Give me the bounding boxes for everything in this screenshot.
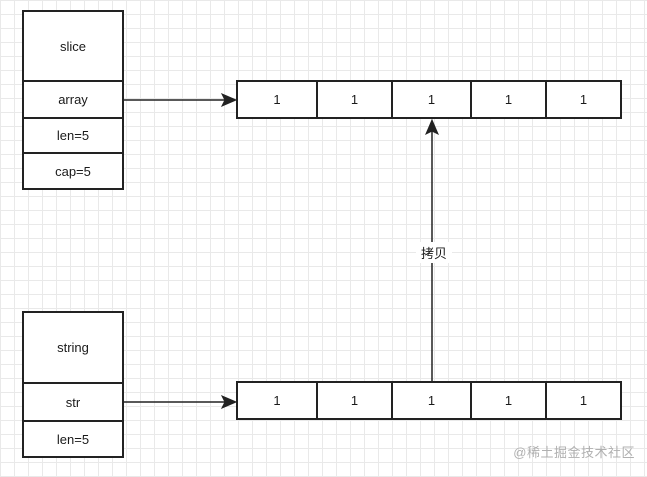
bottom-array-cell-1: 1 bbox=[316, 381, 393, 420]
top-array-cell-0-value: 1 bbox=[273, 92, 281, 107]
slice-field-cap-label: cap=5 bbox=[55, 163, 91, 179]
string-field-str-label: str bbox=[65, 394, 81, 410]
top-array-cell-3: 1 bbox=[470, 80, 547, 119]
slice-field-len: len=5 bbox=[22, 117, 124, 154]
top-array-cell-2-value: 1 bbox=[427, 92, 436, 107]
string-field-len-label: len=5 bbox=[56, 431, 90, 447]
top-array-cell-2: 1 bbox=[391, 80, 472, 119]
string-field-len: len=5 bbox=[22, 420, 124, 458]
string-field-str: str bbox=[22, 382, 124, 422]
slice-field-cap: cap=5 bbox=[22, 152, 124, 190]
bottom-array-cell-2-value: 1 bbox=[427, 393, 436, 408]
bottom-array-cell-3: 1 bbox=[470, 381, 547, 420]
slice-title-box: slice bbox=[22, 10, 124, 82]
bottom-array-cell-1-value: 1 bbox=[350, 393, 359, 408]
top-array-cell-1: 1 bbox=[316, 80, 393, 119]
string-title: string bbox=[57, 340, 89, 355]
copy-arrowhead bbox=[425, 118, 439, 136]
string-title-box: string bbox=[22, 311, 124, 384]
slice-field-array-label: array bbox=[58, 92, 88, 107]
top-array-cell-3-value: 1 bbox=[504, 92, 513, 107]
string-str-pointer-arrowhead bbox=[220, 395, 238, 409]
slice-array-pointer-arrowhead bbox=[220, 93, 238, 107]
bottom-array-cell-0-value: 1 bbox=[273, 393, 281, 408]
top-array-cell-0: 1 bbox=[236, 80, 318, 119]
bottom-array-cell-2: 1 bbox=[391, 381, 472, 420]
top-array-cell-4: 1 bbox=[545, 80, 622, 119]
bottom-array-cell-4: 1 bbox=[545, 381, 622, 420]
slice-field-len-label: len=5 bbox=[56, 128, 90, 143]
bottom-array-cell-0: 1 bbox=[236, 381, 318, 420]
slice-field-array: array bbox=[22, 80, 124, 119]
bottom-array-cell-4-value: 1 bbox=[579, 393, 588, 408]
copy-edge-label: 拷贝 bbox=[416, 242, 452, 263]
slice-title: slice bbox=[59, 38, 86, 54]
bottom-array-cell-3-value: 1 bbox=[504, 393, 513, 408]
top-array-cell-1-value: 1 bbox=[350, 92, 359, 107]
watermark: @稀土掘金技术社区 bbox=[513, 445, 635, 460]
top-array-cell-4-value: 1 bbox=[579, 92, 588, 107]
